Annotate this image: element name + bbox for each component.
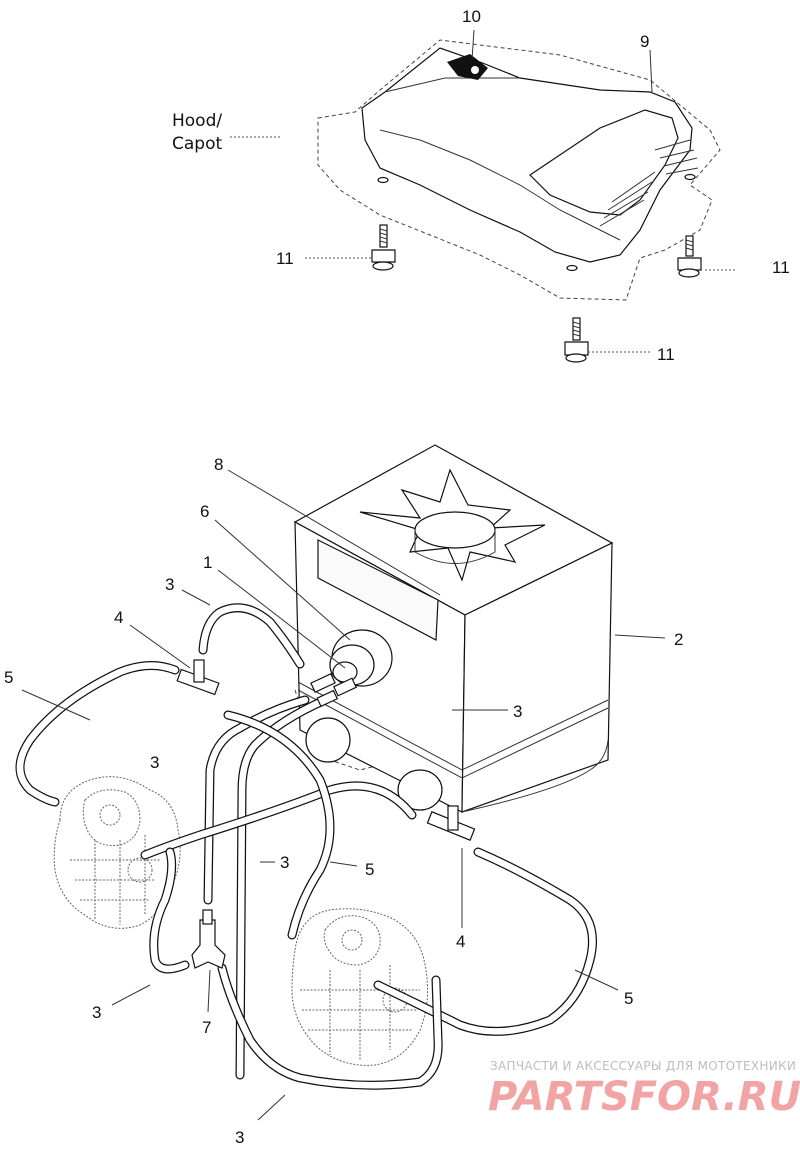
tank-filler-neck <box>414 511 496 549</box>
tank-label-area <box>317 539 439 641</box>
hood-outline-ghost <box>317 39 721 301</box>
screw-11-left <box>371 224 396 271</box>
callout-2: 2 <box>674 630 683 649</box>
callout-3-lower-left: 3 <box>92 1003 101 1022</box>
callout-3-mid: 3 <box>280 853 289 872</box>
callout-1: 1 <box>203 553 212 572</box>
hose-5-mid <box>140 781 417 860</box>
callout-8: 8 <box>214 455 223 474</box>
tank-port-lower-right <box>397 769 443 811</box>
callout-9: 9 <box>640 32 649 51</box>
engine-right <box>291 908 429 1066</box>
hood-top-ridge <box>384 77 520 93</box>
callout-5-right: 5 <box>624 989 633 1008</box>
hood-assembly <box>317 39 721 301</box>
tee-fitting-4-right <box>426 805 476 841</box>
tank-bracket-ghost <box>294 689 441 771</box>
hood-front-face <box>379 129 621 241</box>
tank-filler-neck-wall <box>414 530 496 564</box>
watermark-tagline: ЗАПЧАСТИ И АКСЕССУАРЫ ДЛЯ МОТОТЕХНИКИ <box>490 1059 796 1073</box>
callout-3-top: 3 <box>165 575 174 594</box>
tank-band <box>297 681 609 779</box>
hood-label-line2: Capot <box>172 134 222 154</box>
hose-3-engine-left <box>203 695 310 905</box>
callout-6: 6 <box>200 502 209 521</box>
leader-lines <box>21 29 735 1121</box>
tank-bottom-curve <box>461 739 609 813</box>
callout-7: 7 <box>202 1018 211 1037</box>
hose-5-right <box>373 847 597 1036</box>
callout-11-left: 11 <box>276 249 294 268</box>
callout-4-left: 4 <box>114 608 123 627</box>
tank-outlet-fittings <box>310 673 357 708</box>
watermark-brand: PARTSFOR.RU <box>488 1074 800 1120</box>
tank-right-face <box>461 542 613 813</box>
callout-3-tank: 3 <box>513 702 522 721</box>
tank-port-lower-left <box>305 717 351 763</box>
callout-5-left: 5 <box>4 668 13 687</box>
hood-decal <box>447 54 488 80</box>
oil-tank <box>293 444 614 813</box>
callout-11-bottom: 11 <box>657 345 675 364</box>
callout-3-engine: 3 <box>150 753 159 772</box>
callout-10: 10 <box>462 7 481 26</box>
callout-5-mid: 5 <box>365 860 374 879</box>
tank-fitting-center <box>332 661 358 683</box>
hood-label-line1: Hood/ <box>172 111 222 131</box>
hood-hole-right <box>684 173 696 181</box>
hood-hole-left <box>377 176 389 184</box>
callout-4-right: 4 <box>456 932 465 951</box>
screw-11-bottom <box>564 317 589 363</box>
hood-hole-front <box>566 264 578 272</box>
hood-decal-dot <box>471 66 479 74</box>
engine-left <box>53 776 181 929</box>
hoses <box>15 603 597 1090</box>
callout-11-right: 11 <box>772 258 790 277</box>
tee-fitting-7 <box>191 909 226 969</box>
hood-side-grille <box>654 139 699 175</box>
hood-vent-slots <box>599 171 656 227</box>
screw-11-right <box>677 235 702 278</box>
tee-fitting-4-left <box>176 659 220 696</box>
callout-3-bottom: 3 <box>235 1128 244 1147</box>
